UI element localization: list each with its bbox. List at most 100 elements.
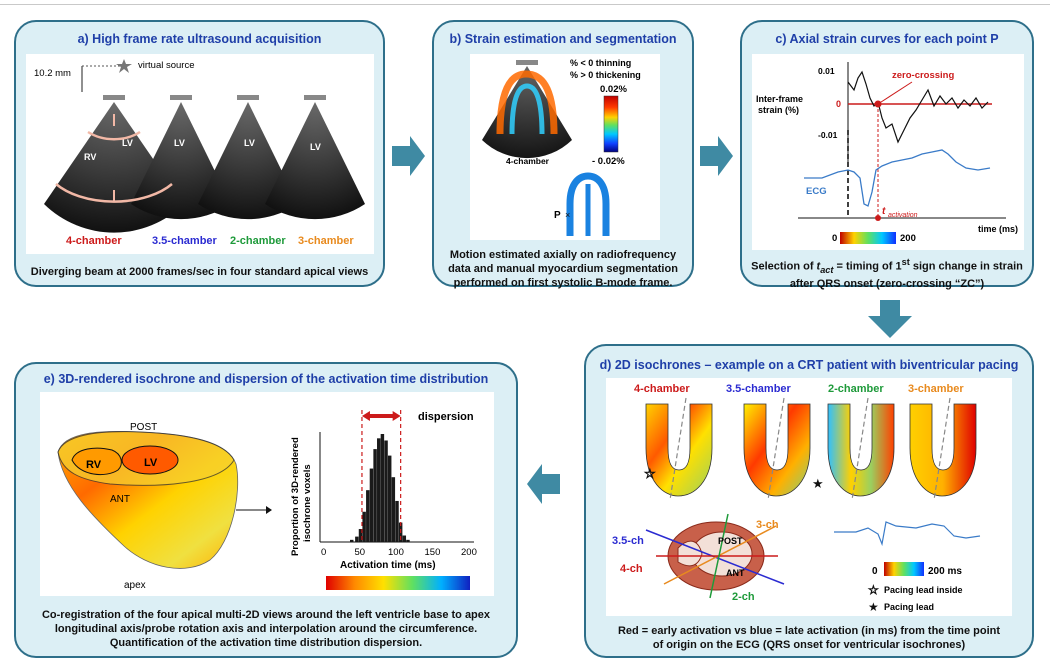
ant-label: ANT xyxy=(110,494,130,505)
histogram-bar xyxy=(387,455,392,542)
legend-thinning: % < 0 thinning xyxy=(570,58,631,68)
isochrone-colorbar xyxy=(884,562,924,576)
panel-e-caption-3: Quantification of the activation time di… xyxy=(109,637,423,649)
star-filled-icon: ★ xyxy=(868,600,879,614)
caption-sub: act xyxy=(820,264,834,275)
lv-label-4: LV xyxy=(310,142,321,152)
panel-e-caption-2: longitudinal axis/probe rotation axis an… xyxy=(54,623,478,635)
caption-t: t xyxy=(816,260,821,273)
view-2-chamber: 2-chamber xyxy=(828,383,884,395)
axis-3-ch xyxy=(663,525,777,585)
view-3-5-chamber: 3.5-chamber xyxy=(152,235,218,247)
dispersion-label: dispersion xyxy=(418,411,474,423)
histogram-bar xyxy=(377,438,381,542)
apex-label: apex xyxy=(124,580,146,591)
panel-b-image: % < 0 thinning % > 0 thickening 0.02% - … xyxy=(470,54,660,240)
activation-colorbar xyxy=(326,576,470,590)
panel-a: a) High frame rate ultrasound acquisitio… xyxy=(14,20,385,287)
lv-label-3: LV xyxy=(244,138,255,148)
arrow-d-to-e xyxy=(527,464,560,504)
lv-label-1: LV xyxy=(122,138,133,148)
legend-lead: Pacing lead xyxy=(884,602,934,612)
probe-4 xyxy=(304,95,326,100)
view-3-5-chamber: 3.5-chamber xyxy=(726,383,792,395)
lv-cavity xyxy=(121,445,179,475)
histogram-bar xyxy=(380,434,385,542)
segmentation-inner xyxy=(509,83,545,135)
tick-bottom: -0.01 xyxy=(818,130,838,140)
segmentation-outer xyxy=(496,70,558,135)
arrow-b-to-c xyxy=(700,136,733,176)
caption-mid: = timing of 1 xyxy=(833,260,902,273)
view-2-chamber: 2-chamber xyxy=(230,235,286,247)
ecg-curve xyxy=(804,149,991,207)
axis-2-ch xyxy=(709,513,729,599)
panel-c-image: Inter-frame strain (%) 0.01 0 -0.01 zero… xyxy=(752,54,1024,250)
label-3-5-ch: 3.5-ch xyxy=(612,535,644,547)
histogram-bar xyxy=(366,490,370,542)
top-rule xyxy=(0,4,1050,5)
panel-d-title: d) 2D isochrones – example on a CRT pati… xyxy=(599,358,1019,372)
label-post: POST xyxy=(718,536,743,546)
point-p-label: P xyxy=(554,210,561,221)
virtual-source-label: virtual source xyxy=(138,60,195,71)
strain-map: % < 0 thinning % > 0 thickening 0.02% - … xyxy=(482,58,641,236)
histogram-bar xyxy=(406,539,410,542)
ylabel-1: Inter-frame xyxy=(756,94,803,104)
x-tick-label: 0 xyxy=(321,547,326,558)
caption-post: sign change in strain xyxy=(909,260,1023,273)
dispersion-arrow-left xyxy=(361,411,370,421)
histogram-bar xyxy=(350,539,354,542)
cbar-min: 0 xyxy=(832,233,837,244)
panel-d-caption-2: of origin on the ECG (QRS onset for vent… xyxy=(652,639,966,651)
histogram-bar xyxy=(384,440,388,542)
cbar-max: 200 xyxy=(900,233,916,244)
isochrones: 4-chamber 3.5-chamber 2-chamber 3-chambe… xyxy=(612,383,981,614)
view-4-chamber: 4-chamber xyxy=(634,383,690,395)
panel-e-caption: Co-registration of the four apical multi… xyxy=(16,608,516,650)
probe-2 xyxy=(170,95,192,100)
fan-3-chamber xyxy=(265,102,365,220)
panel-a-caption: Diverging beam at 2000 frames/sec in fou… xyxy=(30,266,369,278)
label-ant: ANT xyxy=(726,568,745,578)
panel-e-title: e) 3D-rendered isochrone and dispersion … xyxy=(43,372,489,386)
tick-zero: 0 xyxy=(836,99,841,109)
histogram-bar xyxy=(395,500,399,542)
isochrone-3-5-chamber xyxy=(743,403,811,497)
panel-c-caption: Selection of tact = timing of 1st sign c… xyxy=(742,255,1032,291)
activation-distribution: POST RV LV ANT apex Proportion of 3D-ren… xyxy=(57,410,477,591)
histogram-bar xyxy=(355,536,359,542)
distance-label: 10.2 mm xyxy=(34,68,71,79)
scale-max: 0.02% xyxy=(600,84,627,95)
x-tick-label: 150 xyxy=(425,547,441,558)
panel-a-title: a) High frame rate ultrasound acquisitio… xyxy=(77,32,322,46)
ultrasound-views: 10.2 mm virtual source RV LV LV LV xyxy=(34,59,365,247)
probe-3 xyxy=(237,95,259,100)
wave-arc-1 xyxy=(87,130,141,141)
label-3-ch: 3-ch xyxy=(756,519,779,531)
x-tick-label: 50 xyxy=(355,547,366,558)
xlabel: Activation time (ms) xyxy=(340,560,436,571)
scale-min: - 0.02% xyxy=(592,156,625,167)
isochrone-2-chamber xyxy=(827,403,895,497)
panel-b-caption-1: Motion estimated axially on radiofrequen… xyxy=(449,249,677,261)
panel-c-caption-1: Selection of tact = timing of 1st sign c… xyxy=(742,255,1032,277)
panel-c: c) Axial strain curves for each point P … xyxy=(740,20,1034,290)
panel-e-caption-1: Co-registration of the four apical multi… xyxy=(41,609,491,621)
ecg-trace xyxy=(834,521,981,547)
arrow-c-to-d xyxy=(868,300,912,338)
histogram-bar xyxy=(402,535,407,542)
caption-sup: st xyxy=(901,257,910,267)
x-tick-label: 100 xyxy=(388,547,404,558)
histogram-bar xyxy=(391,477,396,542)
lv-label-2: LV xyxy=(174,138,185,148)
panel-c-title: c) Axial strain curves for each point P xyxy=(775,32,999,46)
time-axis-label: time (ms) xyxy=(978,224,1018,234)
histogram-bar xyxy=(362,511,366,542)
x-ticks: 0 50 100 150 200 xyxy=(321,547,477,558)
histogram-bar xyxy=(373,449,377,542)
dispersion-arrow-right xyxy=(392,411,401,421)
panel-d-caption: Red = early activation vs blue = late ac… xyxy=(586,624,1032,652)
view-3-chamber: 3-chamber xyxy=(298,235,354,247)
x-tick-label: 200 xyxy=(461,547,477,558)
